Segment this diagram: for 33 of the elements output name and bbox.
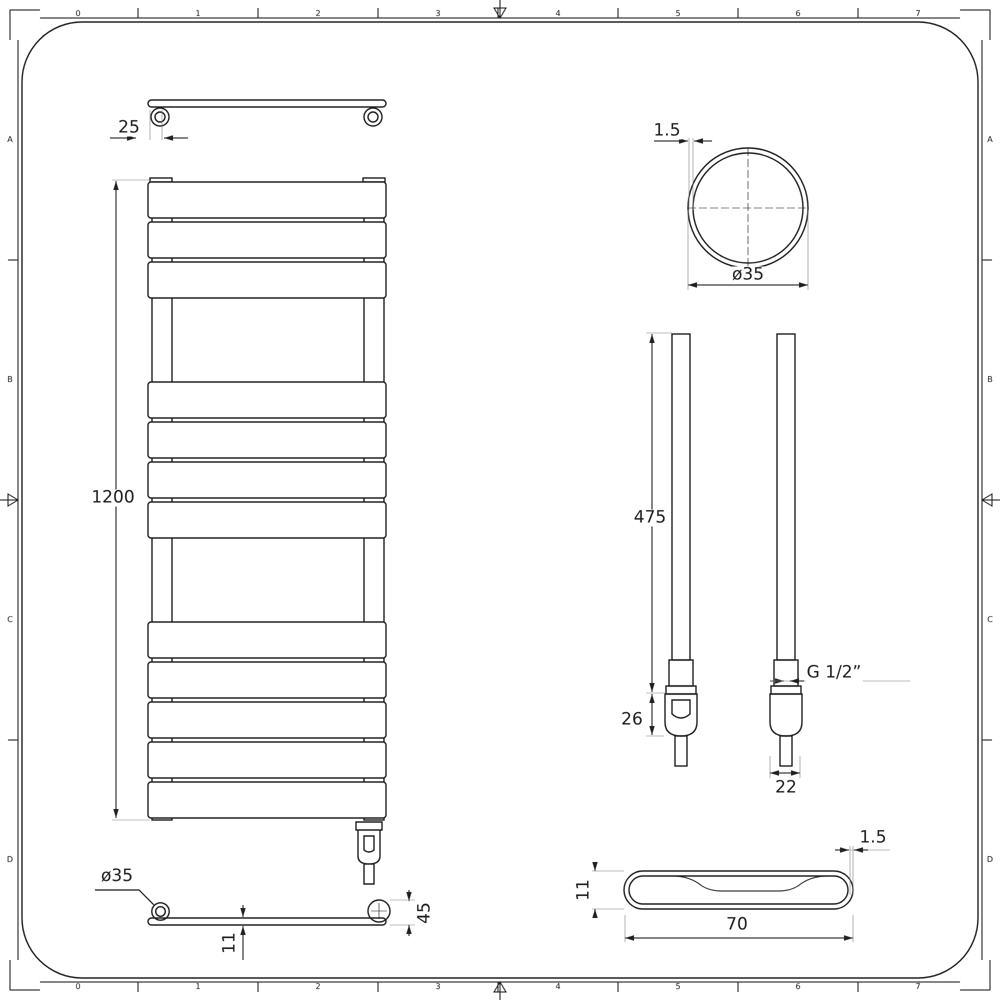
grid-reference: 3: [435, 983, 441, 991]
grid-reference: 7: [915, 10, 921, 18]
grid-reference: 1: [195, 10, 201, 18]
grid-reference: 0: [75, 10, 81, 18]
grid-reference: A: [987, 136, 993, 144]
grid-reference: D: [6, 856, 14, 864]
grid-reference: 5: [675, 983, 681, 991]
grid-reference: A: [7, 136, 13, 144]
grid-reference: 1: [195, 983, 201, 991]
grid-reference: C: [987, 616, 993, 624]
dimension-label: 475: [632, 510, 668, 526]
grid-reference: 2: [315, 10, 321, 18]
dimension-label: G 1/2”: [806, 664, 862, 682]
grid-reference: 3: [435, 10, 441, 18]
dimension-label: 25: [117, 120, 141, 136]
grid-reference: C: [7, 616, 13, 624]
pipe-end-drawing: [151, 902, 170, 921]
grid-reference: 6: [795, 10, 801, 18]
dimension-label: 1.5: [652, 122, 682, 140]
grid-reference: 4: [555, 10, 561, 18]
grid-reference: D: [986, 856, 994, 864]
grid-reference: 7: [915, 983, 921, 991]
callout-label: ø35: [101, 868, 134, 885]
grid-reference: B: [7, 376, 13, 384]
grid-reference: 5: [675, 10, 681, 18]
grid-reference: 0: [75, 983, 81, 991]
grid-reference: 4: [555, 983, 561, 991]
dimension-label: 1200: [90, 490, 136, 506]
dimension-label: ø35: [730, 266, 766, 284]
grid-reference: B: [987, 376, 993, 384]
grid-reference: 2: [315, 983, 321, 991]
leader-line: [95, 889, 154, 906]
grid-reference: 6: [795, 983, 801, 991]
